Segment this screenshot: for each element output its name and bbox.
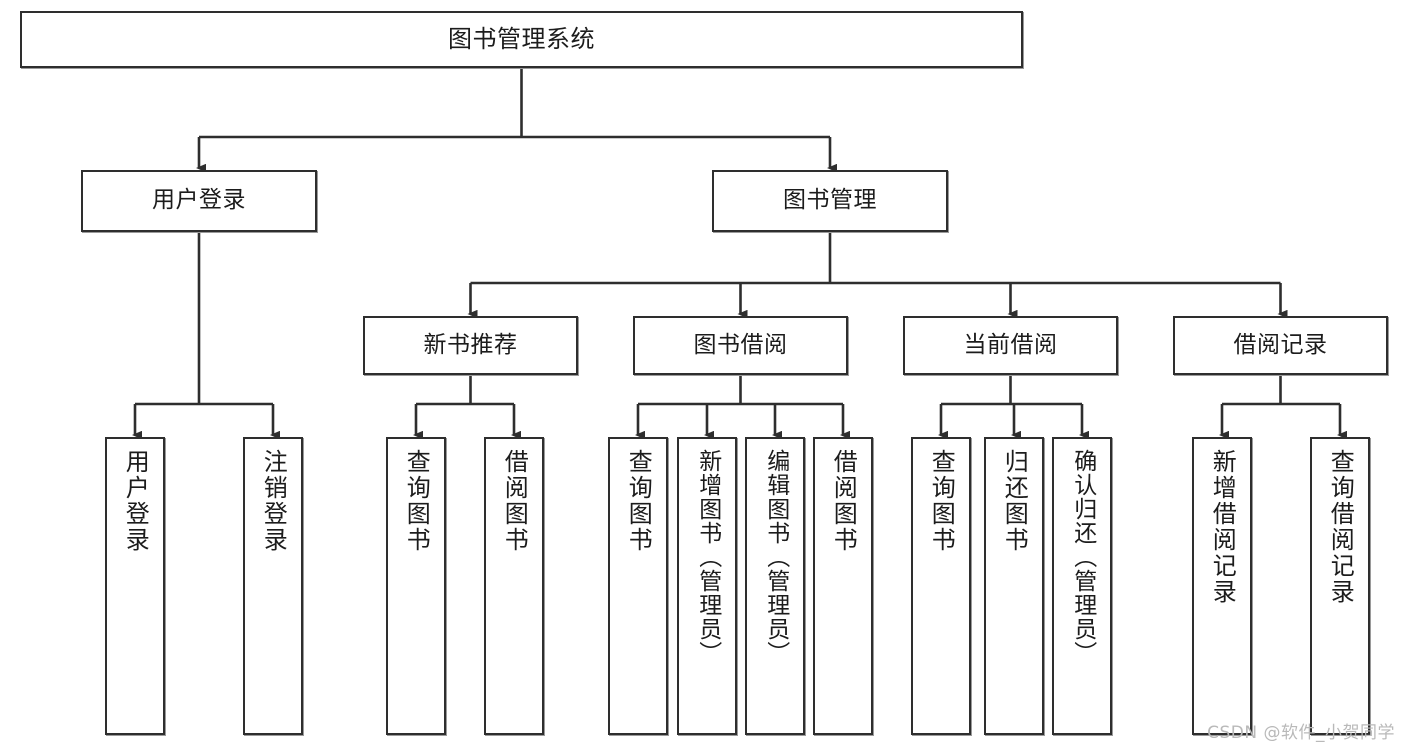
- node-leaf-user-logout[interactable]: 注销登录: [243, 437, 303, 735]
- node-leaf-query-book-1[interactable]: 查询图书: [386, 437, 446, 735]
- node-label: 新书推荐: [423, 331, 518, 358]
- node-label: 确认归还（管理员）: [1069, 449, 1096, 665]
- node-leaf-edit-book[interactable]: 编辑图书（管理员）: [745, 437, 805, 735]
- node-label: 查询图书: [624, 449, 653, 553]
- node-leaf-confirm-return[interactable]: 确认归还（管理员）: [1052, 437, 1112, 735]
- node-current-borrow[interactable]: 当前借阅: [903, 316, 1118, 375]
- node-user-login[interactable]: 用户登录: [81, 170, 317, 232]
- node-root-system[interactable]: 图书管理系统: [20, 11, 1023, 68]
- node-label: 新增图书（管理员）: [694, 449, 721, 665]
- node-leaf-add-book[interactable]: 新增图书（管理员）: [677, 437, 737, 735]
- node-label: 新增借阅记录: [1208, 449, 1237, 605]
- node-label: 借阅图书: [500, 449, 529, 553]
- node-label: 图书管理: [783, 187, 877, 214]
- node-label: 借阅图书: [829, 449, 858, 553]
- node-book-borrow[interactable]: 图书借阅: [633, 316, 848, 375]
- node-label: 查询图书: [927, 449, 956, 553]
- node-leaf-return-book[interactable]: 归还图书: [984, 437, 1044, 735]
- node-label: 查询借阅记录: [1326, 449, 1355, 605]
- node-label: 借阅记录: [1233, 331, 1328, 358]
- node-leaf-query-book-3[interactable]: 查询图书: [911, 437, 971, 735]
- node-book-management[interactable]: 图书管理: [712, 170, 948, 232]
- node-label: 查询图书: [402, 449, 431, 553]
- node-label: 归还图书: [1000, 449, 1029, 553]
- node-label: 编辑图书（管理员）: [762, 449, 789, 665]
- node-leaf-borrow-book-2[interactable]: 借阅图书: [813, 437, 873, 735]
- node-leaf-query-book-2[interactable]: 查询图书: [608, 437, 668, 735]
- node-leaf-query-record[interactable]: 查询借阅记录: [1310, 437, 1370, 735]
- node-label: 用户登录: [152, 187, 246, 214]
- watermark-text: CSDN @软件_小贺同学: [1207, 723, 1395, 743]
- node-label: 注销登录: [259, 449, 288, 553]
- node-label: 用户登录: [121, 449, 150, 553]
- node-label: 图书借阅: [693, 331, 788, 358]
- node-label: 图书管理系统: [448, 25, 595, 54]
- node-new-book-recommend[interactable]: 新书推荐: [363, 316, 578, 375]
- node-label: 当前借阅: [963, 331, 1058, 358]
- node-borrow-record[interactable]: 借阅记录: [1173, 316, 1388, 375]
- node-leaf-user-login[interactable]: 用户登录: [105, 437, 165, 735]
- node-leaf-add-record[interactable]: 新增借阅记录: [1192, 437, 1252, 735]
- node-leaf-borrow-book-1[interactable]: 借阅图书: [484, 437, 544, 735]
